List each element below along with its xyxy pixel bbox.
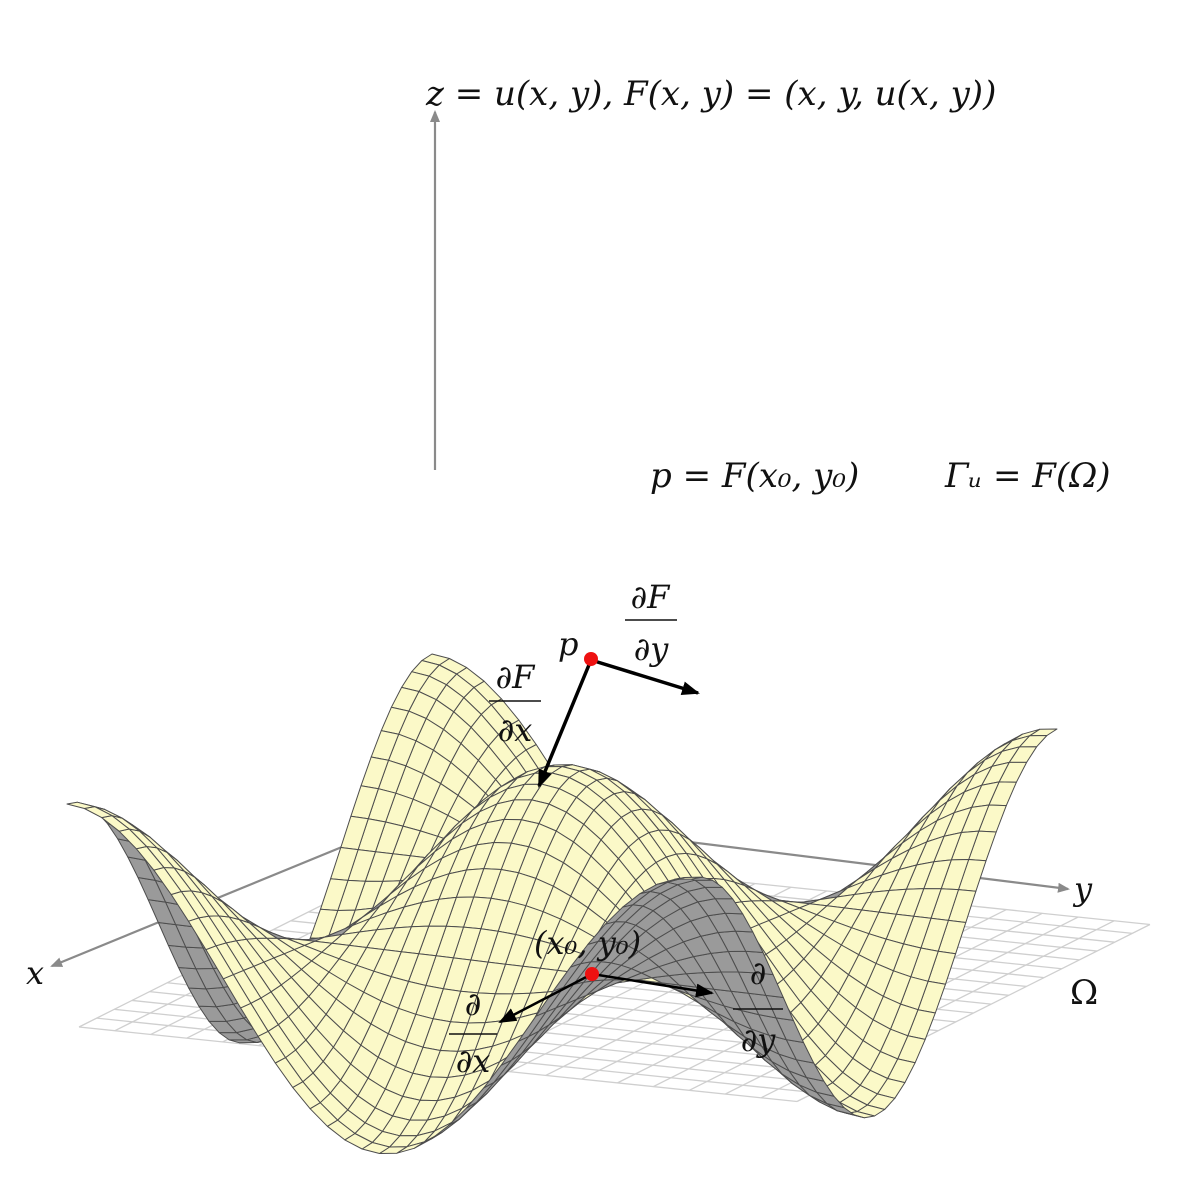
surface-patch [66,801,95,809]
surface-definition: Γᵤ = F(Ω) [944,456,1111,496]
d-dx-numerator: ∂ [465,985,482,1023]
point-p-marker [584,652,598,666]
d-dx-vector [498,972,593,1024]
y-axis-label: y [1072,870,1093,908]
x-axis-label: x [26,954,44,992]
dF-dy-numerator: ∂F [631,578,672,616]
domain-omega-label: Ω [1070,973,1098,1013]
d-dy-denominator: ∂y [741,1021,777,1059]
graph-title: z = u(x, y), F(x, y) = (x, y, u(x, y)) [425,74,996,114]
dF-dx-denominator: ∂x [498,711,533,749]
dF-dx-vector [537,659,593,788]
point-p-label: p [558,625,578,663]
dF-dy-denominator: ∂y [634,630,670,668]
d-dx-denominator: ∂x [456,1042,491,1080]
d-dy-numerator: ∂ [750,954,767,992]
domain-point-marker [585,967,599,981]
point-definition: p = F(x₀, y₀) [650,456,859,496]
d-dy-vector [591,972,714,998]
dF-dx-numerator: ∂F [496,658,537,696]
domain-point-label: (x₀, y₀) [534,924,641,962]
dF-dy-vector [590,658,700,695]
graph-surface [66,653,1058,1154]
